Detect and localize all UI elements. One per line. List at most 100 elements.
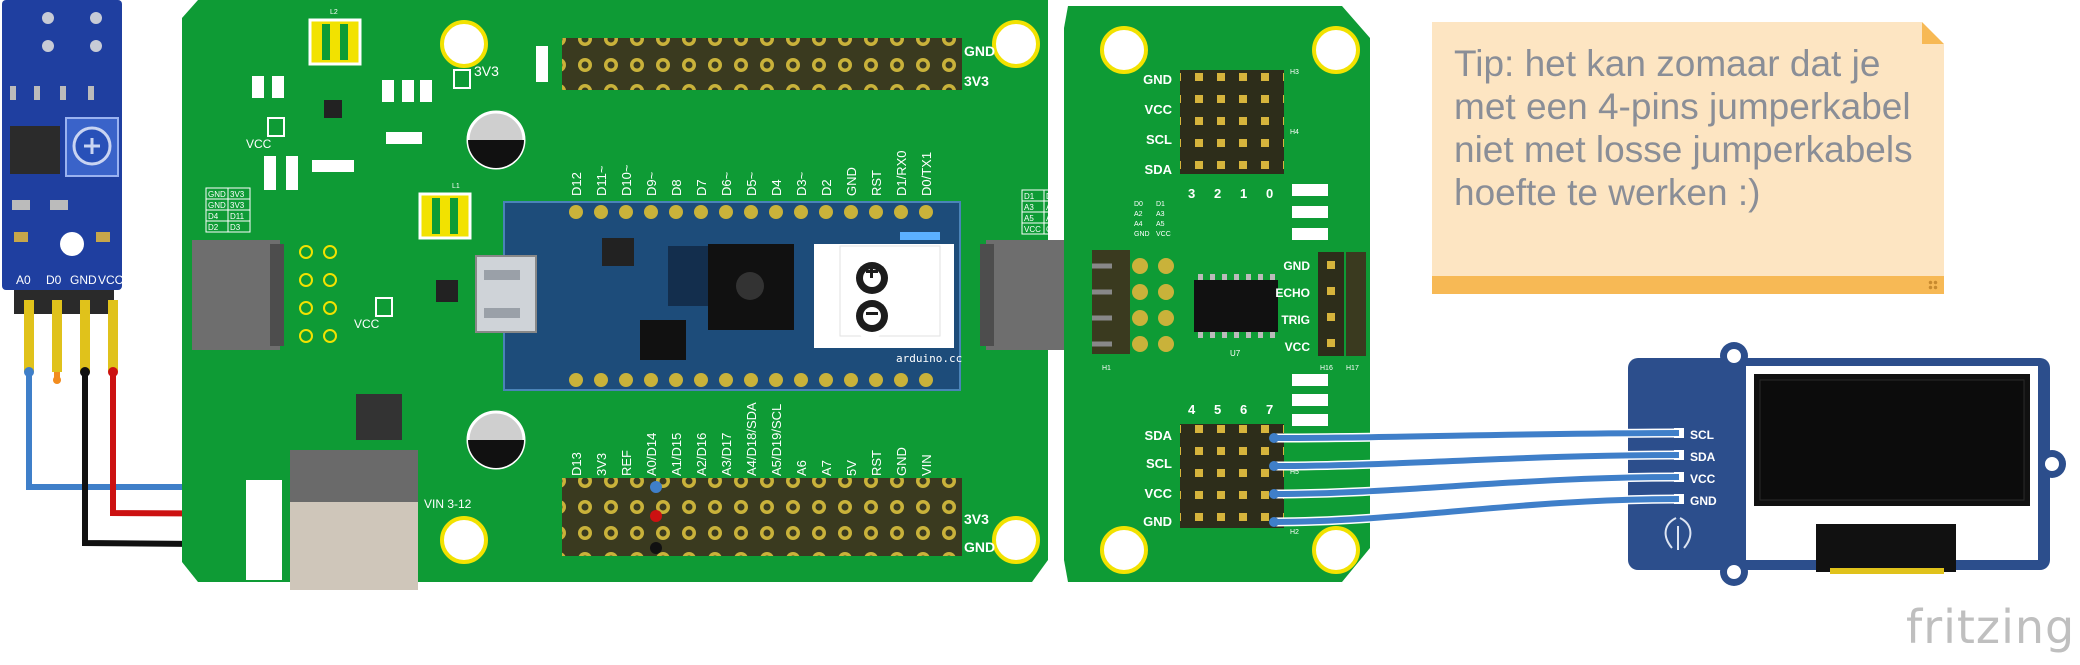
i2c-port-7: 7 bbox=[1266, 402, 1273, 417]
svg-text:VCC: VCC bbox=[1024, 225, 1041, 234]
svg-text:GND: GND bbox=[208, 190, 226, 199]
arduino-top-pad bbox=[869, 205, 883, 219]
usb-port bbox=[475, 255, 537, 333]
arduino-bottom-pin-label: A6 bbox=[794, 460, 809, 476]
arduino-bottom-pad bbox=[819, 373, 833, 387]
i2c-top-gnd: GND bbox=[1143, 72, 1172, 87]
arduino-cc-label: arduino.cc bbox=[896, 352, 962, 365]
arduino-top-pin-label: D1/RX0 bbox=[894, 150, 909, 196]
i2c-bottom-vcc: VCC bbox=[1145, 486, 1173, 501]
ultra-vcc: VCC bbox=[1285, 340, 1311, 354]
arduino-top-pin-label: D11~ bbox=[594, 165, 609, 196]
ultra-echo: ECHO bbox=[1275, 286, 1310, 300]
bottom-header-3v3-label: 3V3 bbox=[964, 511, 989, 527]
svg-text:D4: D4 bbox=[208, 212, 219, 221]
oled-pin-vcc: VCC bbox=[1690, 472, 1716, 486]
note-resize-grip-icon[interactable] bbox=[1928, 280, 1938, 290]
inductor-l2-label: L2 bbox=[330, 9, 338, 16]
arduino-top-pin-label: D5~ bbox=[744, 171, 759, 196]
seeed-logo-icon bbox=[1664, 517, 1692, 550]
arduino-bottom-pad bbox=[744, 373, 758, 387]
arduino-bottom-pad bbox=[844, 373, 858, 387]
svg-text:A5: A5 bbox=[1024, 214, 1034, 223]
i2c-bottom-scl: SCL bbox=[1146, 456, 1172, 471]
ultra-gnd: GND bbox=[1283, 259, 1310, 273]
ref-h2: H2 bbox=[1290, 529, 1299, 536]
arduino-top-pad bbox=[669, 205, 683, 219]
i2c-header-top bbox=[1180, 70, 1284, 174]
svg-text:A3: A3 bbox=[1156, 211, 1165, 218]
arduino-top-pad bbox=[644, 205, 658, 219]
arduino-top-pin-label: D8 bbox=[669, 179, 684, 196]
top-header-3v3-label: 3V3 bbox=[964, 73, 989, 89]
arduino-bottom-pad bbox=[919, 373, 933, 387]
silk-3v3: 3V3 bbox=[474, 63, 499, 79]
ref-h17: H17 bbox=[1346, 365, 1359, 372]
ref-u7: U7 bbox=[1230, 349, 1241, 358]
wire-i2c-1 bbox=[1273, 430, 1680, 441]
i2c-port-2: 2 bbox=[1214, 186, 1221, 201]
i2c-port-4: 4 bbox=[1188, 402, 1196, 417]
oled-module: SCL SDA VCC GND bbox=[1628, 342, 2066, 586]
svg-text:D1: D1 bbox=[1156, 201, 1165, 208]
svg-text:A4: A4 bbox=[1134, 221, 1143, 228]
ref-h16: H16 bbox=[1320, 365, 1333, 372]
oled-pin-scl: SCL bbox=[1690, 428, 1714, 442]
arduino-top-pin-label: D10~ bbox=[619, 164, 634, 196]
arduino-bottom-pin-label: 5V bbox=[844, 460, 859, 476]
svg-text:GND: GND bbox=[1134, 231, 1150, 238]
sensor-module: A0 D0 GND VCC bbox=[2, 0, 124, 372]
arduino-top-pad bbox=[744, 205, 758, 219]
ref-r13: R13 bbox=[1312, 399, 1325, 406]
ref-r17: R17 bbox=[1312, 211, 1325, 218]
sensor-pin-d0: D0 bbox=[46, 273, 62, 287]
right-grove-connector bbox=[986, 240, 1076, 350]
arduino-top-pad bbox=[694, 205, 708, 219]
arduino-bottom-pad bbox=[719, 373, 733, 387]
svg-text:D3: D3 bbox=[230, 223, 241, 232]
arduino-top-pad bbox=[819, 205, 833, 219]
arduino-bottom-pin-label: 3V3 bbox=[594, 453, 609, 476]
top-pin-header bbox=[562, 38, 962, 90]
arduino-bottom-pin-label: D13 bbox=[569, 452, 584, 476]
svg-text:GND: GND bbox=[208, 201, 226, 210]
i2c-top-scl: SCL bbox=[1146, 132, 1172, 147]
arduino-top-pad bbox=[919, 205, 933, 219]
arduino-bottom-pad bbox=[769, 373, 783, 387]
svg-text:A2: A2 bbox=[1134, 211, 1143, 218]
arduino-bottom-pin-label: A3/D17 bbox=[719, 433, 734, 476]
arduino-bottom-pin-label: A0/D14 bbox=[644, 433, 659, 476]
ref-h5: H5 bbox=[1290, 469, 1299, 476]
i2c-bottom-sda: SDA bbox=[1145, 428, 1173, 443]
sensor-pin-vcc: VCC bbox=[98, 273, 124, 287]
arduino-top-pad bbox=[794, 205, 808, 219]
wire-i2c-2 bbox=[1273, 452, 1680, 469]
ultra-trig: TRIG bbox=[1281, 313, 1310, 327]
svg-text:D1: D1 bbox=[1024, 192, 1035, 201]
wire-i2c-3 bbox=[1273, 474, 1680, 497]
ref-h3: H3 bbox=[1290, 69, 1299, 76]
sensor-pin-gnd: GND bbox=[70, 273, 97, 287]
arduino-top-pin-label: GND bbox=[844, 167, 859, 196]
arduino-top-pad bbox=[894, 205, 908, 219]
ultrasonic-header bbox=[1318, 252, 1344, 356]
ref-r14: R14 bbox=[1312, 379, 1325, 386]
i2c-header-bottom bbox=[1180, 424, 1284, 528]
sensor-pin-a0: A0 bbox=[16, 273, 31, 287]
top-header-gnd-label: GND bbox=[964, 43, 995, 59]
arduino-top-pin-label: D2 bbox=[819, 179, 834, 196]
inductor-l1-label: L1 bbox=[452, 183, 460, 190]
svg-text:A2: A2 bbox=[1046, 203, 1056, 212]
oled-pin-sda: SDA bbox=[1690, 450, 1716, 464]
bottom-header-gnd-label: GND bbox=[964, 539, 995, 555]
i2c-bottom-gnd: GND bbox=[1143, 514, 1172, 529]
arduino-bottom-pad bbox=[694, 373, 708, 387]
arduino-top-pin-label: D7 bbox=[694, 179, 709, 196]
wire-i2c-4 bbox=[1273, 496, 1680, 525]
arduino-bottom-pad bbox=[869, 373, 883, 387]
svg-text:D2: D2 bbox=[208, 223, 219, 232]
tip-sticky-note: Tip: het kan zomaar dat je met een 4-pin… bbox=[1432, 22, 1944, 294]
arduino-top-pin-label: D3~ bbox=[794, 171, 809, 196]
